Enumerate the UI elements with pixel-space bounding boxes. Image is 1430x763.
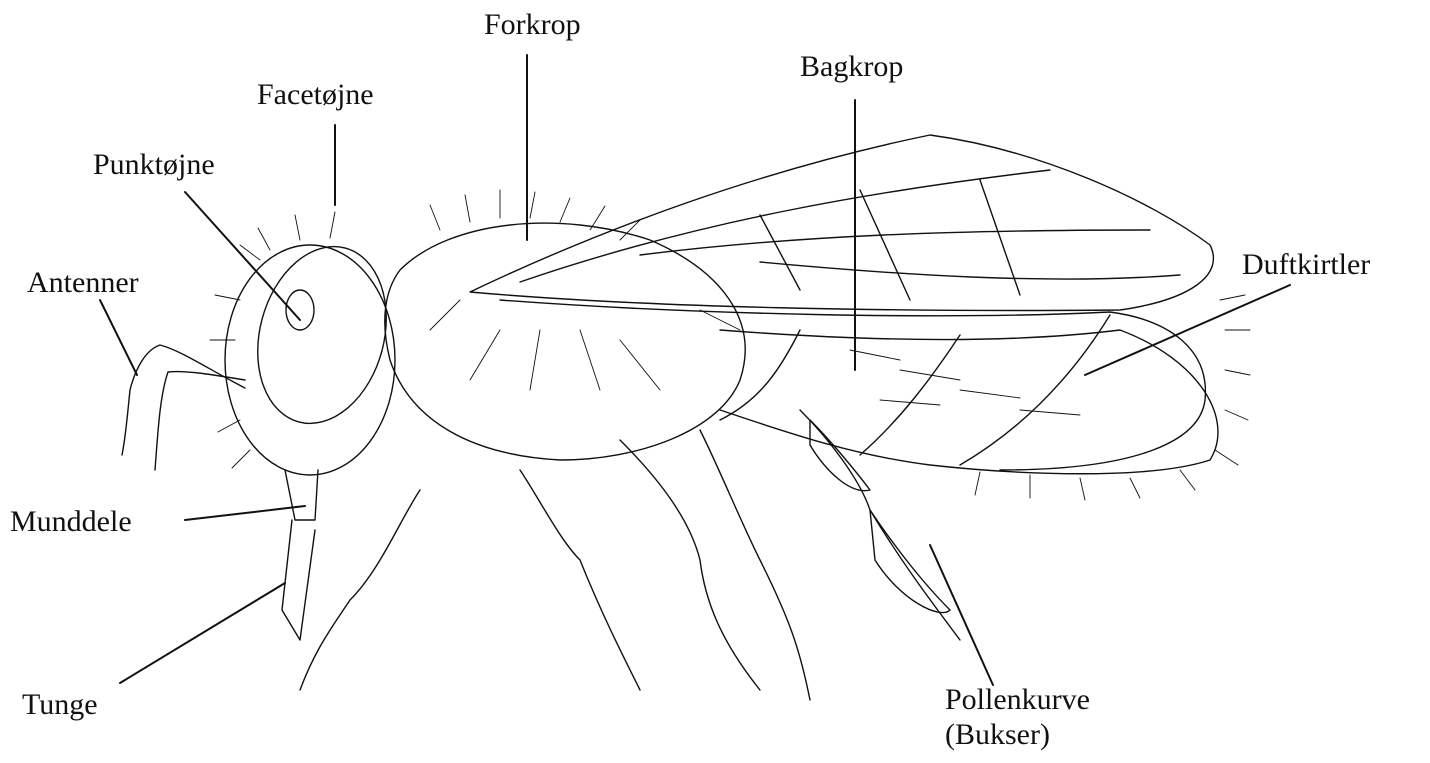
leader-munddele <box>185 506 305 520</box>
leg <box>300 490 420 690</box>
label-duftkirtler: Duftkirtler <box>1242 248 1370 283</box>
leader-antenner <box>100 300 137 375</box>
thorax-outline <box>385 223 745 460</box>
label-forkrop: Forkrop <box>484 8 581 43</box>
wing-vein <box>760 262 1180 279</box>
tongue <box>282 520 315 640</box>
leader-lines <box>100 55 1290 685</box>
label-bagkrop: Bagkrop <box>800 50 903 85</box>
abdomen-segment <box>720 330 800 420</box>
label-pollenkurve: Pollenkurve <box>945 683 1090 718</box>
leader-pollenkurve <box>930 545 993 685</box>
leg <box>520 470 640 690</box>
abdomen-segment <box>860 335 960 455</box>
label-munddele: Munddele <box>10 505 132 540</box>
wing-vein <box>860 190 910 300</box>
label-bukser: (Bukser) <box>945 718 1050 753</box>
leg <box>620 440 760 690</box>
wing-vein <box>760 215 800 290</box>
leg <box>700 430 810 700</box>
label-facetojne: Facetøjne <box>257 78 374 113</box>
label-antenner: Antenner <box>27 266 139 301</box>
wing-outline <box>470 135 1213 310</box>
label-punktojne: Punktøjne <box>93 148 215 183</box>
wing-vein <box>640 230 1150 255</box>
leader-tunge <box>120 583 285 683</box>
wing-vein <box>520 170 1050 282</box>
abdomen-outline <box>720 330 1218 474</box>
hair-strokes <box>210 190 1250 500</box>
mouthparts <box>285 470 318 520</box>
leader-punktojne <box>185 192 300 320</box>
label-tunge: Tunge <box>22 688 98 723</box>
hind-wing-outline <box>500 300 1205 470</box>
head-outline <box>225 245 395 475</box>
antenna <box>122 345 245 455</box>
antenna <box>155 372 245 470</box>
